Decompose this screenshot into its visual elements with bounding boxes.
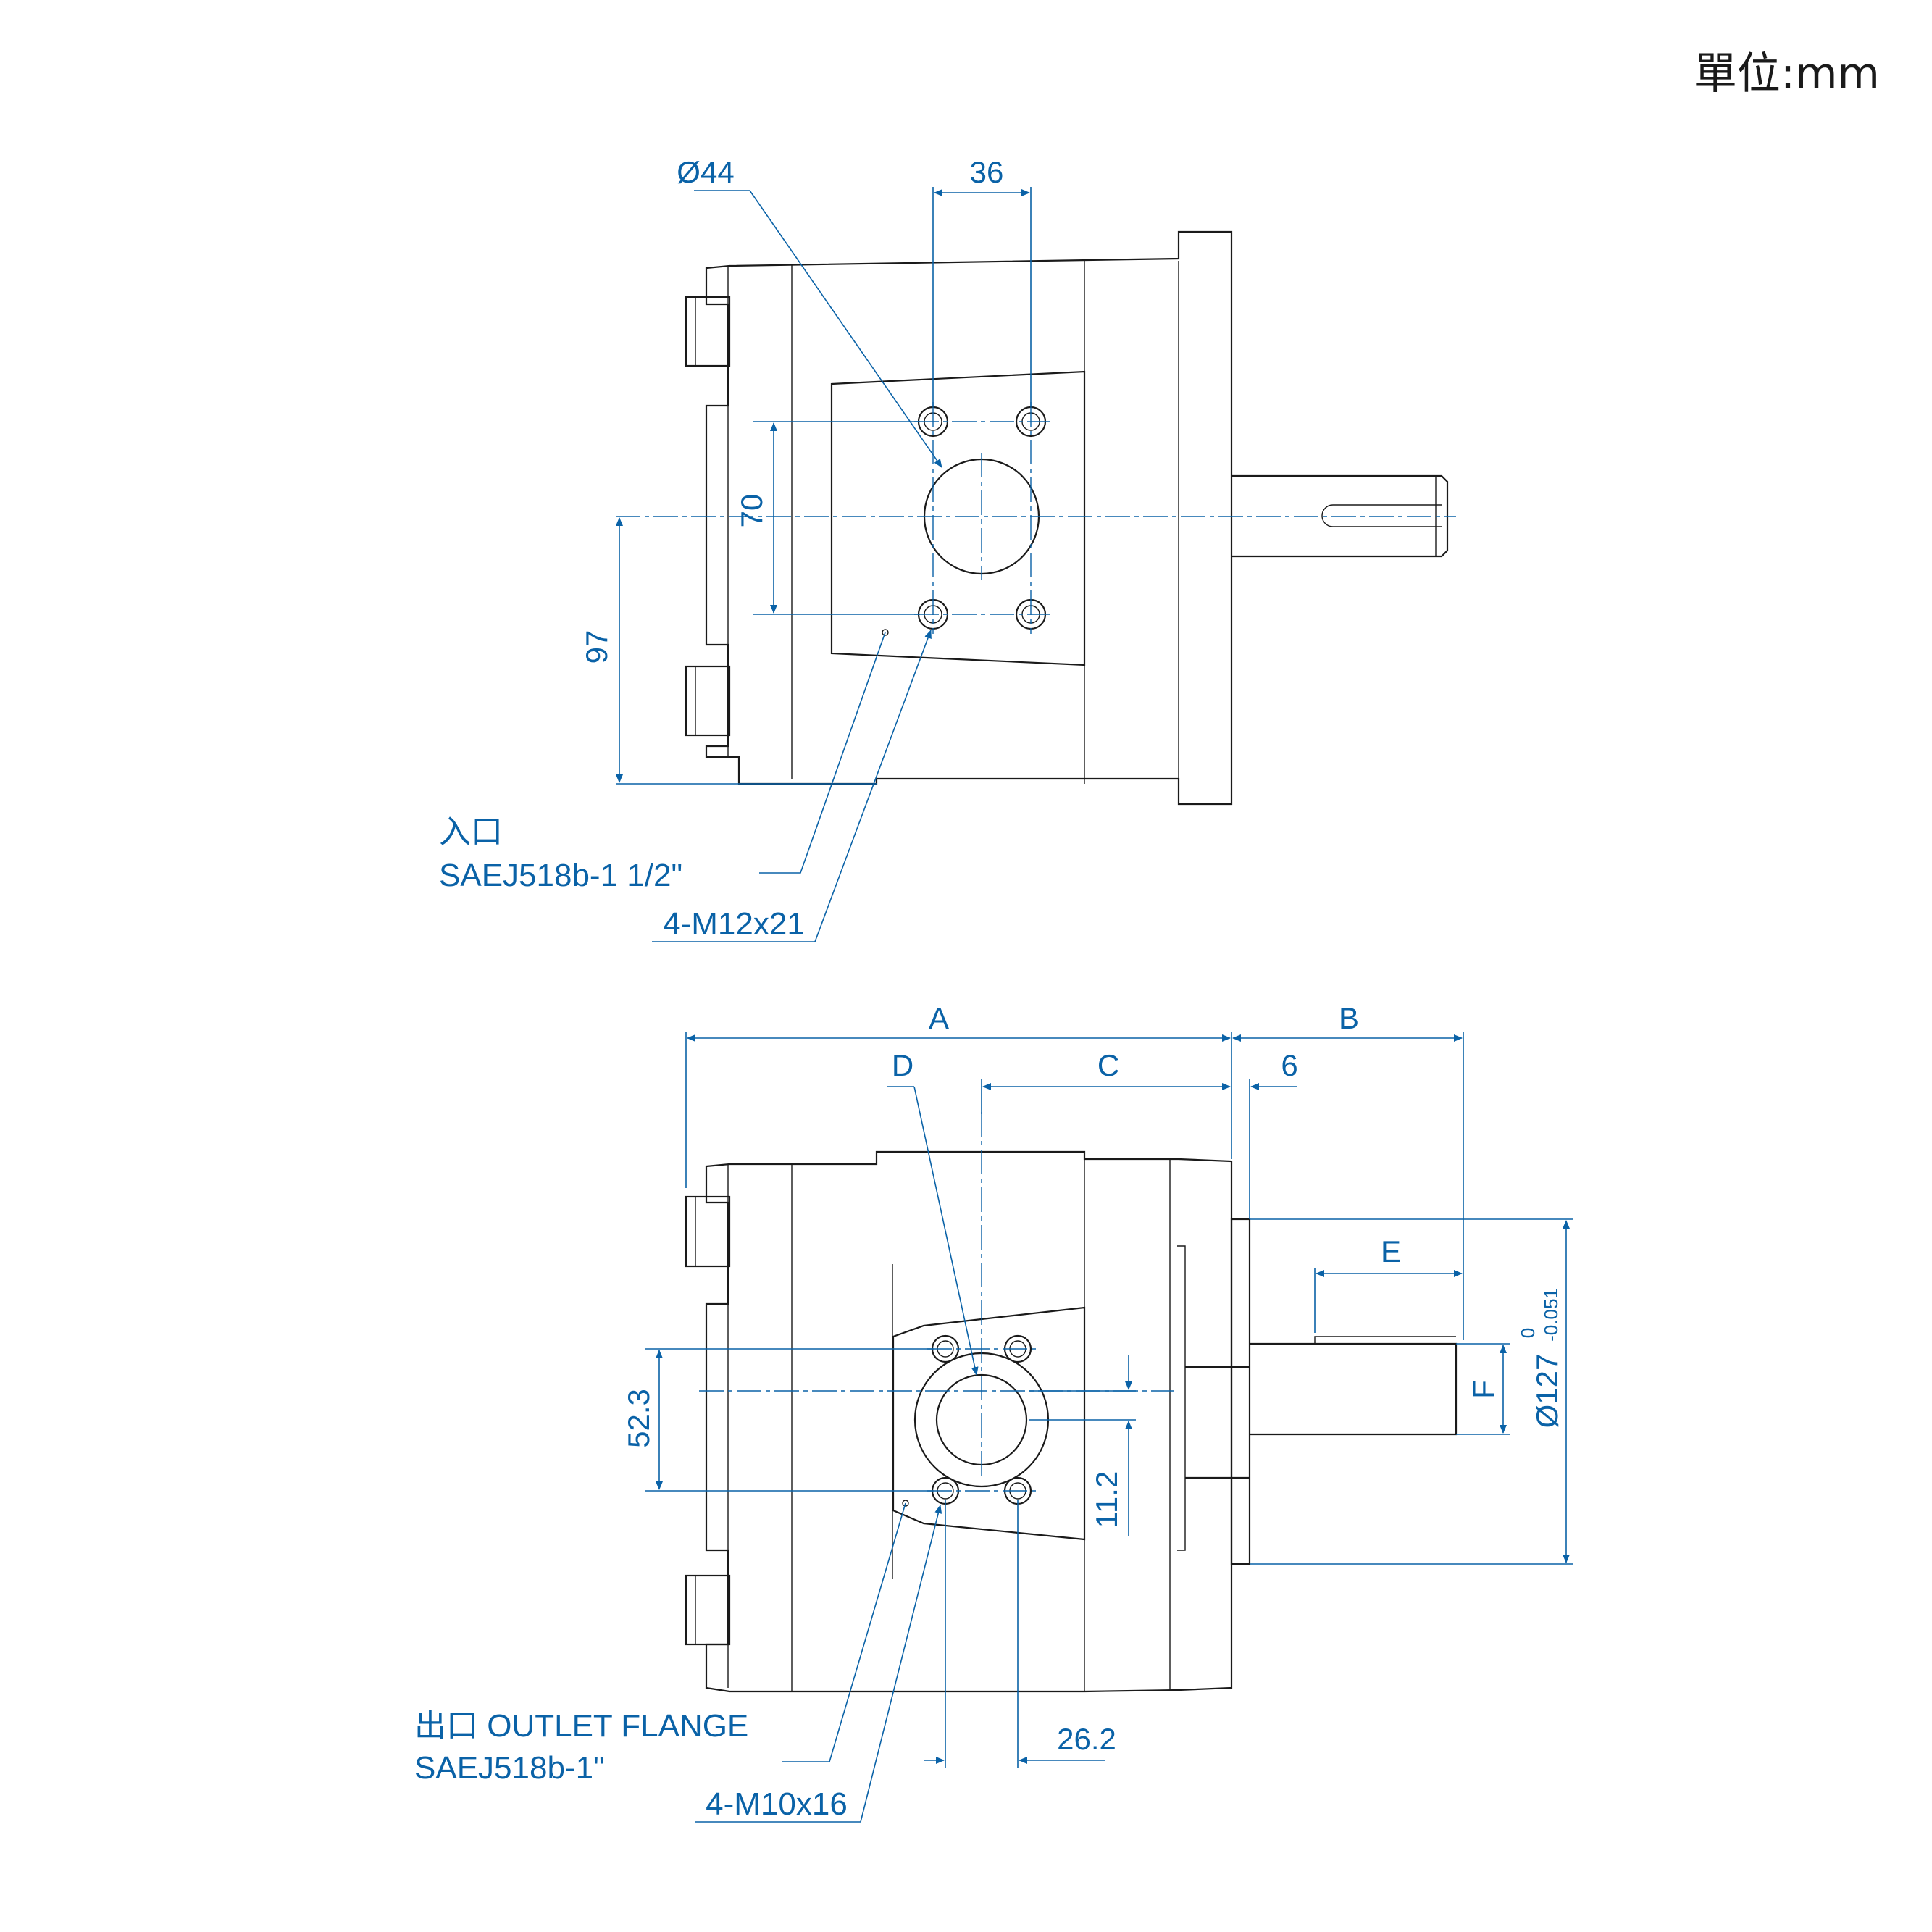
top-view: 36 Ø44 70 97 入口 SAEJ518b-1 1/2" 4-M12x21 [439, 155, 1456, 942]
inlet-label-line1: 入口 [439, 814, 503, 850]
dim-a: A [929, 1001, 949, 1035]
top-shaft-key [1321, 504, 1442, 527]
outlet-flange-plate [892, 1306, 1086, 1541]
dim-11-2: 11.2 [1090, 1471, 1124, 1529]
outlet-bolts-label: 4-M10x16 [706, 1786, 848, 1822]
tol-upper: 0 [1517, 1328, 1539, 1338]
unit-label: 單位:mm [1694, 49, 1880, 99]
dim-d: D [892, 1048, 913, 1082]
dim-b: B [1339, 1001, 1359, 1035]
bottom-view: A B C 6 D E F Ø127 0 -0.051 [414, 1001, 1573, 1823]
dim-52-3: 52.3 [622, 1389, 656, 1448]
bottom-shaft-key [1314, 1336, 1456, 1344]
dim-44: Ø44 [677, 155, 734, 189]
dim-97: 97 [580, 630, 614, 664]
inlet-bolts-label: 4-M12x21 [663, 906, 805, 942]
bottom-body-outline [705, 1150, 1233, 1693]
tol-lower: -0.051 [1540, 1288, 1562, 1342]
outlet-label-line2: SAEJ518b-1" [414, 1750, 605, 1786]
dim-26-2: 26.2 [1057, 1722, 1116, 1756]
dim-70: 70 [735, 494, 769, 528]
dim-6: 6 [1281, 1048, 1297, 1082]
dim-36: 36 [970, 155, 1004, 189]
inlet-label-line2: SAEJ518b-1 1/2" [439, 858, 682, 893]
dim-c: C [1097, 1048, 1119, 1082]
mounting-flange [1230, 1218, 1251, 1565]
outlet-label-line1: 出口 OUTLET FLANGE [414, 1708, 748, 1744]
top-plug-upper [685, 296, 731, 367]
dim-pilot-diameter: Ø127 [1530, 1354, 1564, 1429]
dim-e: E [1381, 1234, 1401, 1268]
inlet-flange-plate [830, 370, 1086, 666]
bottom-plug-upper [685, 1195, 731, 1268]
top-body-outline [705, 230, 1233, 806]
bottom-plug-lower [685, 1574, 731, 1646]
top-plug-lower [685, 665, 731, 737]
bottom-shaft [1185, 1342, 1458, 1479]
dim-f: F [1466, 1380, 1500, 1399]
